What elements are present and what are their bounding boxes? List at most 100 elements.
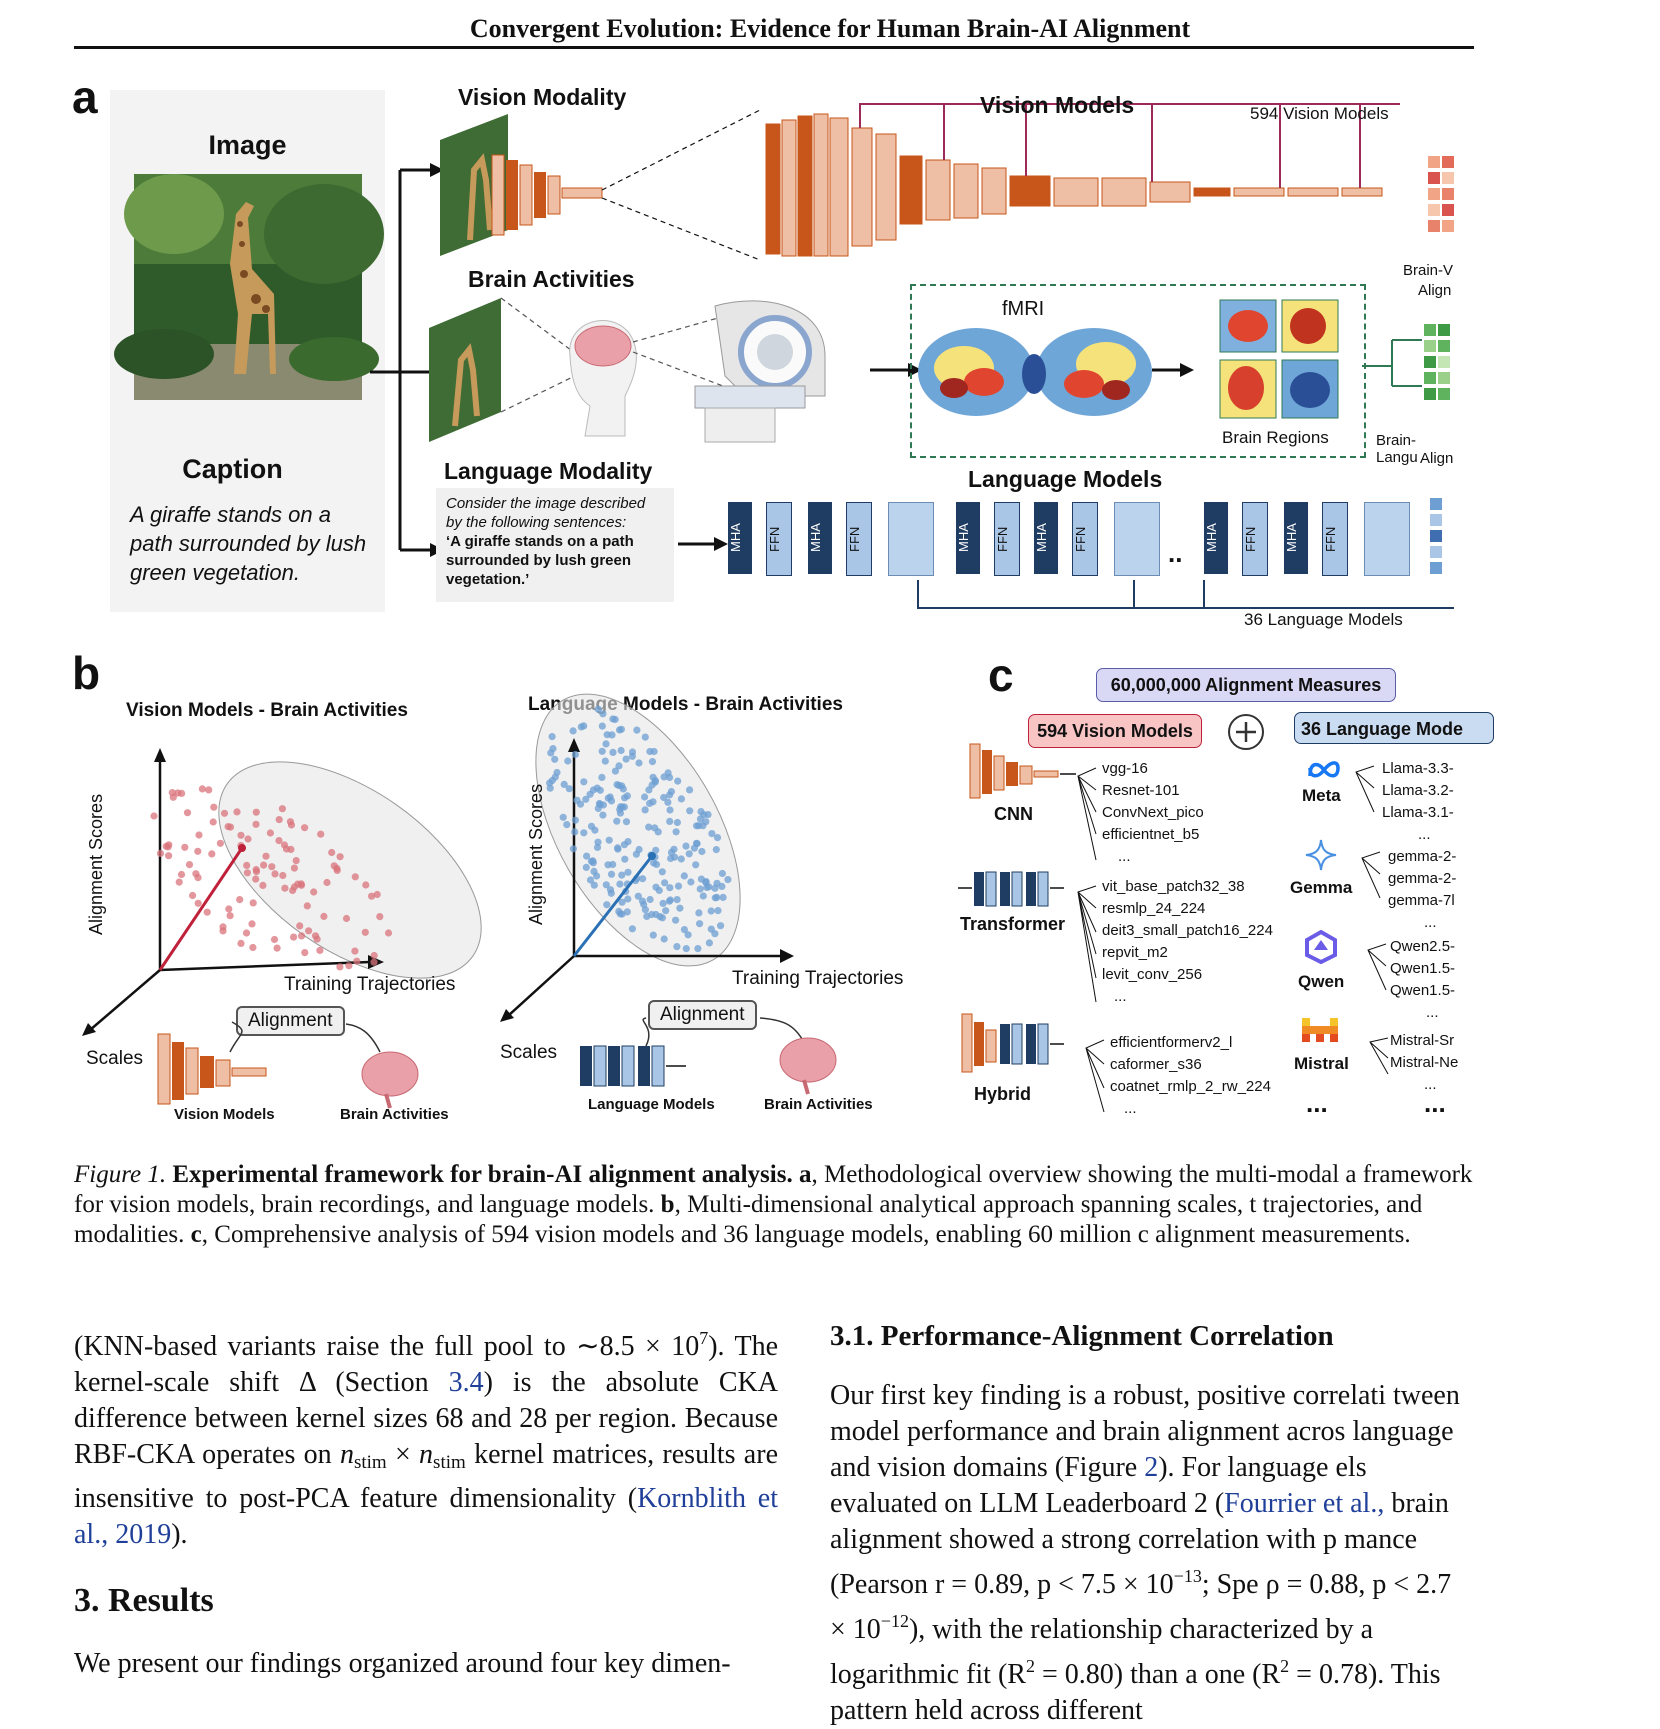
scatter-point xyxy=(305,927,313,935)
text-span: ; Spe ρ = 0.88, p < 2.7 × 10 xyxy=(830,1569,1452,1645)
ffn-block: FFN xyxy=(766,502,792,576)
scatter-point xyxy=(205,786,213,794)
scatter-point xyxy=(273,944,281,952)
vision-models-count: 594 Vision Models xyxy=(1250,104,1389,123)
scatter-point xyxy=(384,929,393,937)
scatter-point xyxy=(682,945,690,953)
scatter-point xyxy=(290,864,298,872)
scatter-point xyxy=(192,870,200,878)
scatter-point xyxy=(301,824,309,832)
scatter-point xyxy=(571,816,579,824)
list-item: Qwen2.5- xyxy=(1390,938,1456,955)
arrow-to-language-models xyxy=(678,537,728,551)
language-scatter-3d xyxy=(500,693,794,1022)
text-span: × xyxy=(386,1439,420,1470)
more-models-ellipsis: ... xyxy=(1424,1088,1446,1118)
list-item: levit_conv_256 xyxy=(1102,966,1203,983)
scatter-point xyxy=(226,912,234,920)
scatter-point xyxy=(242,929,251,937)
scatter-point xyxy=(252,866,260,874)
mha-block: MHA xyxy=(1204,502,1228,574)
scatter-point xyxy=(564,757,572,765)
scatter-point xyxy=(210,803,218,811)
scatter-point xyxy=(336,853,344,861)
scatter-point xyxy=(220,809,229,817)
scatter-point xyxy=(660,793,668,802)
citation-link[interactable]: Kornblith et al., 2019 xyxy=(74,1483,778,1550)
scatter-point xyxy=(646,895,654,904)
text-span: ). The kernel-scale shift Δ (Section xyxy=(74,1331,779,1398)
scatter-point xyxy=(370,958,378,966)
vision-brain-icon-label: Brain Activities xyxy=(340,1106,449,1123)
prompt-quote: ‘A giraffe stands on a path surrounded b… xyxy=(446,533,634,588)
scatter-point xyxy=(175,878,183,886)
caption-c-text: , Comprehensive analysis of 594 vision m… xyxy=(201,1221,1411,1248)
language-y-axis-label: Alignment Scores xyxy=(526,783,546,925)
scatter-point xyxy=(717,922,725,930)
scatter-point xyxy=(684,931,692,939)
scatter-point xyxy=(633,726,641,734)
mistral-model-list: Mistral-Sr Mistral-Ne ... xyxy=(1390,1030,1458,1096)
scatter-point xyxy=(666,896,674,904)
scatter-point xyxy=(718,869,726,878)
scatter-point xyxy=(674,882,683,890)
scatter-point xyxy=(628,925,636,933)
superscript: −12 xyxy=(880,1611,909,1631)
brain-vision-align-label: Brain-V xyxy=(1403,262,1454,279)
scatter-point xyxy=(609,715,617,723)
scatter-point xyxy=(687,878,695,886)
scatter-point xyxy=(594,705,602,713)
figure-link[interactable]: 2 xyxy=(1144,1452,1159,1483)
scatter-point xyxy=(611,767,619,775)
scatter-point xyxy=(664,769,672,777)
vision-model-stack xyxy=(765,103,1400,257)
scatter-point xyxy=(168,789,176,797)
scatter-point xyxy=(658,868,666,876)
scatter-point xyxy=(659,899,667,907)
scatter-point xyxy=(259,881,267,889)
ffn-block: FFN xyxy=(1322,502,1348,576)
hybrid-icon xyxy=(961,1013,1064,1073)
gemma-label: Gemma xyxy=(1290,878,1353,897)
scatter-point xyxy=(316,946,324,954)
scatter-point xyxy=(674,777,682,785)
scatter-point xyxy=(667,848,676,856)
list-item: Llama-3.3- xyxy=(1382,760,1454,777)
list-item: deit3_small_patch16_224 xyxy=(1102,922,1273,939)
scatter-point xyxy=(320,912,328,920)
scatter-point xyxy=(219,927,227,935)
scatter-point xyxy=(373,890,381,899)
scatter-point xyxy=(275,837,283,845)
scatter-point xyxy=(616,809,624,817)
language-x-axis-label: Training Trajectories xyxy=(732,968,904,989)
gemma-fan xyxy=(1361,851,1381,899)
list-item: coatnet_rmlp_2_rw_224 xyxy=(1110,1078,1271,1095)
output-block xyxy=(1364,502,1410,576)
scatter-point xyxy=(310,888,318,896)
scatter-point xyxy=(615,762,623,770)
language-model-stack: MHA FFN MHA FFN MHA FFN MHA FFN .. MHA F… xyxy=(728,498,1456,578)
language-prompt-box: Consider the image described by the foll… xyxy=(436,488,674,602)
section-link[interactable]: 3.4 xyxy=(448,1367,484,1398)
stack-ellipsis: .. xyxy=(1168,538,1183,568)
list-item: ... xyxy=(1418,826,1431,843)
subscript: stim xyxy=(433,1452,466,1473)
input-panel: Image Caption A giraffe stands on a path… xyxy=(110,90,385,612)
scatter-point xyxy=(641,906,649,914)
image-title: Image xyxy=(208,130,287,160)
scatter-point xyxy=(634,892,642,900)
citation-link[interactable]: Fourrier et al., xyxy=(1224,1488,1385,1519)
scatter-point xyxy=(707,907,715,915)
scatter-point xyxy=(639,875,647,883)
scatter-point xyxy=(598,747,606,755)
scatter-point xyxy=(351,947,359,955)
scatter-point xyxy=(290,933,298,941)
scatter-point xyxy=(260,861,268,869)
scatter-point xyxy=(546,779,554,787)
list-item: ... xyxy=(1124,1100,1137,1117)
scatter-point xyxy=(676,904,684,912)
scatter-point xyxy=(673,818,681,827)
transformer-fan xyxy=(1077,885,1097,1003)
mha-block: MHA xyxy=(728,502,752,574)
scatter-point xyxy=(672,828,680,836)
